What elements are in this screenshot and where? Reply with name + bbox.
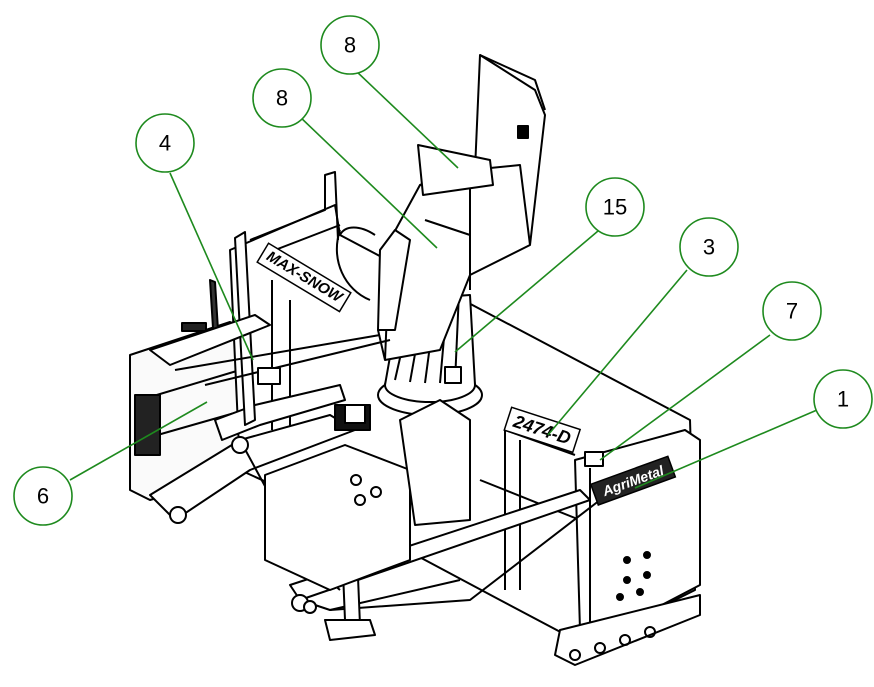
warning-decals xyxy=(257,366,604,467)
callout-label: 3 xyxy=(703,235,715,260)
hydraulic-cylinder xyxy=(335,226,411,361)
callout-7: 7 xyxy=(599,281,822,461)
callout-8-mid: 8 xyxy=(252,68,438,249)
machine-outline xyxy=(129,54,701,666)
callout-8-top: 8 xyxy=(320,15,459,169)
callout-label: 15 xyxy=(603,195,627,220)
callout-6: 6 xyxy=(13,401,208,526)
callout-3: 3 xyxy=(547,217,739,436)
right-side-plate xyxy=(554,429,701,666)
center-gearbox xyxy=(264,399,471,591)
callout-label: 4 xyxy=(159,131,171,156)
callout-label: 8 xyxy=(344,33,356,58)
callout-1: 1 xyxy=(634,369,873,489)
discharge-chute xyxy=(384,54,546,361)
control-levers xyxy=(149,231,391,426)
callout-label: 6 xyxy=(37,484,49,509)
callout-label: 1 xyxy=(837,387,849,412)
callout-label: 8 xyxy=(276,86,288,111)
callout-15: 15 xyxy=(454,177,645,353)
callout-label: 7 xyxy=(786,299,798,324)
callout-layer: 8 8 4 15 3 7 1 xyxy=(13,15,873,526)
callout-4: 4 xyxy=(135,113,254,361)
